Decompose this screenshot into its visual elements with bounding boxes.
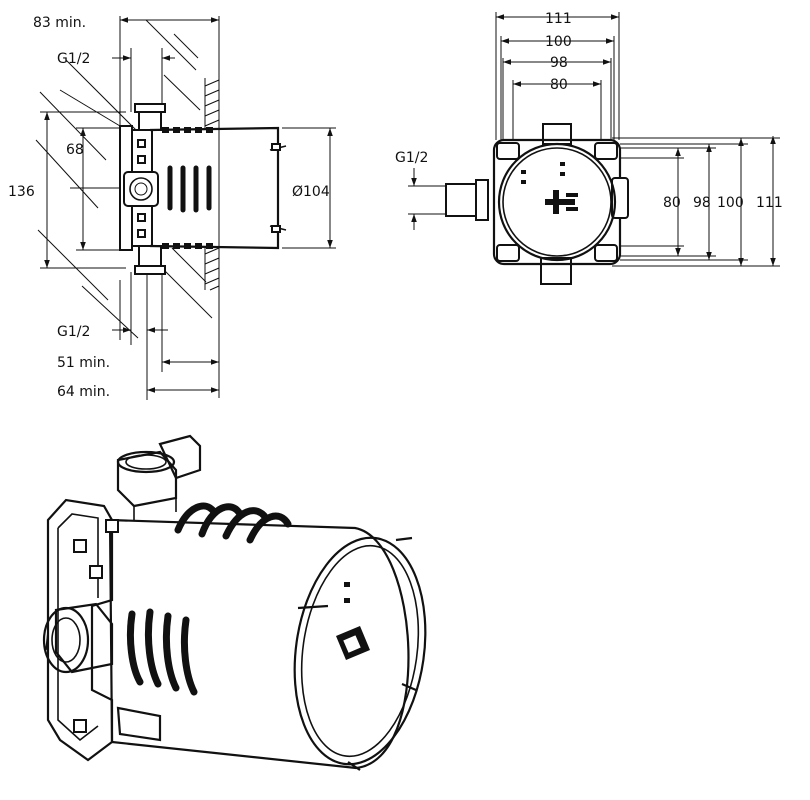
valve-body-side xyxy=(119,103,287,275)
dim-diameter-104: Ø104 xyxy=(292,184,330,200)
top-ribs xyxy=(162,127,213,133)
body-slots xyxy=(167,165,212,213)
dim-g12-bottom: G1/2 xyxy=(57,324,90,340)
side-view: 83 min. G1/2 68 136 Ø104 G1/2 51 min. 64… xyxy=(8,15,336,400)
dim-136: 136 xyxy=(8,184,35,200)
front-view: 111 100 98 80 G1/2 80 98 100 111 xyxy=(395,11,783,285)
dim-top-80: 80 xyxy=(550,77,568,93)
valve-body-front xyxy=(445,123,629,285)
dim-top-100: 100 xyxy=(545,34,572,50)
dim-64-min: 64 min. xyxy=(57,384,110,400)
dim-right-98: 98 xyxy=(693,195,711,211)
dim-68: 68 xyxy=(66,142,84,158)
iso-side-slots xyxy=(126,608,198,696)
dim-top-111: 111 xyxy=(545,11,572,27)
iso-top-ribs xyxy=(174,502,292,544)
dim-g12-top: G1/2 xyxy=(57,51,90,67)
dim-right-111: 111 xyxy=(756,195,783,211)
dim-51-min: 51 min. xyxy=(57,355,110,371)
dim-top-98: 98 xyxy=(550,55,568,71)
side-extension-lines xyxy=(40,16,336,400)
dim-right-80: 80 xyxy=(663,195,681,211)
bottom-ribs xyxy=(162,243,213,249)
side-dimension-lines xyxy=(44,17,333,393)
front-dimension-lines xyxy=(411,14,776,266)
dim-right-100: 100 xyxy=(717,195,744,211)
front-extension-lines xyxy=(408,12,780,267)
dim-83-min: 83 min. xyxy=(33,15,86,31)
isometric-view xyxy=(42,434,427,771)
dim-g12-front: G1/2 xyxy=(395,150,428,166)
